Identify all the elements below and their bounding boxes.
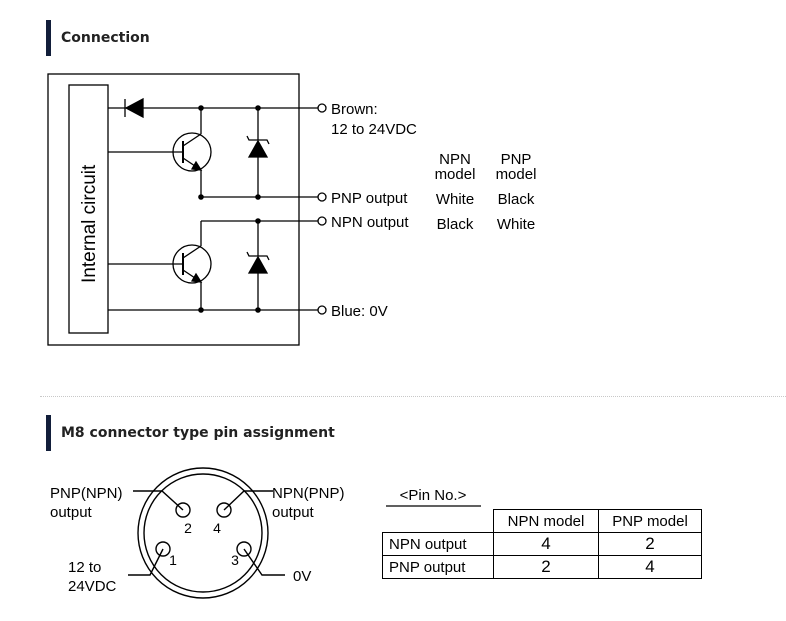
leader-pin-3 <box>243 548 285 576</box>
table-row: NPN output 4 2 <box>382 532 702 556</box>
pin-number-1: 1 <box>169 552 177 568</box>
terminal-brown <box>317 103 327 113</box>
npn-output-pnp-color: White <box>497 216 535 233</box>
npn-output-npn-color: Black <box>437 216 474 233</box>
table-row-label: NPN output <box>382 532 494 556</box>
npn-model-col-line1: NPN <box>439 151 471 168</box>
internal-circuit-label: Internal circuit <box>79 164 100 283</box>
zener-diode-top <box>247 139 269 158</box>
leader-pin-2 <box>133 490 184 511</box>
connection-circuit <box>47 73 327 346</box>
pin-table-caption: <Pin No.> <box>400 487 467 504</box>
table-row: PNP output 2 4 <box>382 555 702 579</box>
heading-accent-bar <box>46 415 51 451</box>
right-top-label-line1: NPN(PNP) <box>272 485 345 502</box>
pnp-model-col-line2: model <box>496 166 537 183</box>
right-top-label-line2: output <box>272 504 315 521</box>
left-bottom-label-line1: 12 to <box>68 559 101 576</box>
table-cell-pnp: 4 <box>598 555 702 579</box>
left-bottom-label-line2: 24VDC <box>68 578 117 595</box>
table-header-npn-model: NPN model <box>493 509 599 533</box>
terminal-npn-output <box>317 216 327 226</box>
pnp-output-label: PNP output <box>331 190 408 207</box>
left-top-label-line1: PNP(NPN) <box>50 485 123 502</box>
terminal-blue <box>317 305 327 315</box>
connector-inner-ring <box>143 473 263 593</box>
terminal-pnp-output <box>317 192 327 202</box>
pnp-output-npn-color: White <box>436 191 474 208</box>
pin-2 <box>175 502 191 518</box>
table-corner-cell <box>382 509 494 533</box>
pin-number-4: 4 <box>213 520 221 536</box>
connection-heading: Connection <box>46 20 150 56</box>
pin-3 <box>236 541 252 557</box>
m8-heading: M8 connector type pin assignment <box>46 415 335 451</box>
pin-table: NPN model PNP model NPN output 4 2 PNP o… <box>382 509 702 579</box>
table-cell-npn: 4 <box>493 532 599 556</box>
internal-circuit-block <box>68 84 109 334</box>
npn-model-col-line2: model <box>435 166 476 183</box>
right-bottom-label: 0V <box>293 568 311 585</box>
pin-number-2: 2 <box>184 520 192 536</box>
section-divider <box>40 396 786 397</box>
left-top-label-line2: output <box>50 504 93 521</box>
zener-diode-bottom <box>247 255 269 274</box>
pin-number-3: 3 <box>231 552 239 568</box>
connector-outer-ring <box>137 467 269 599</box>
leader-pin-4 <box>223 490 273 511</box>
pin-1 <box>155 541 171 557</box>
npn-output-label: NPN output <box>331 214 409 231</box>
table-header-row: NPN model PNP model <box>382 509 702 533</box>
heading-accent-bar <box>46 20 51 56</box>
supply-diode <box>124 97 144 119</box>
voltage-label: 12 to 24VDC <box>331 121 417 138</box>
brown-label: Brown: <box>331 101 378 118</box>
pnp-model-col-line1: PNP <box>501 151 532 168</box>
blue-label: Blue: 0V <box>331 303 388 320</box>
leader-pin-1 <box>128 548 164 576</box>
table-header-pnp-model: PNP model <box>598 509 702 533</box>
m8-connector <box>128 467 285 599</box>
sensor-outline <box>47 73 300 346</box>
table-cell-pnp: 2 <box>598 532 702 556</box>
table-cell-npn: 2 <box>493 555 599 579</box>
pnp-output-pnp-color: Black <box>498 191 535 208</box>
m8-heading-text: M8 connector type pin assignment <box>61 425 335 441</box>
pin-4 <box>216 502 232 518</box>
connection-heading-text: Connection <box>61 30 150 46</box>
table-row-label: PNP output <box>382 555 494 579</box>
